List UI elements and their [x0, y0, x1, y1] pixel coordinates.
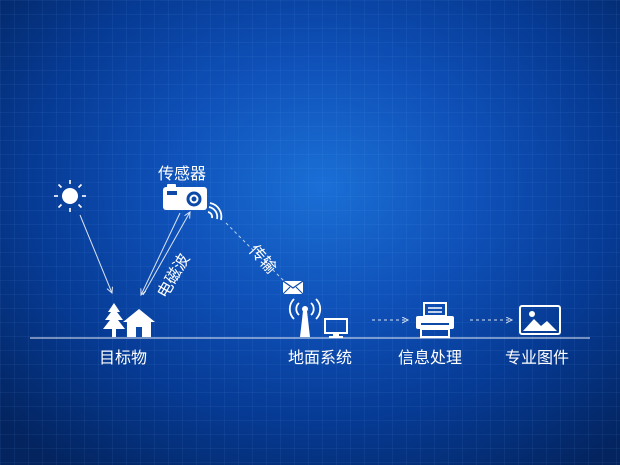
target-label: 目标物	[99, 348, 148, 367]
sensor-label: 传感器	[158, 164, 207, 183]
sensor-to-target-arrow	[141, 212, 181, 295]
camera-icon	[163, 184, 207, 210]
sun-to-target-arrow	[79, 214, 112, 293]
product-map-label: 专业图件	[505, 348, 570, 367]
transmission-line	[225, 222, 287, 284]
sun-icon	[54, 180, 86, 212]
envelope-icon	[282, 280, 304, 295]
target-to-sensor-arrow	[142, 212, 190, 296]
monitor-icon	[324, 318, 348, 338]
tree-icon	[103, 303, 125, 337]
info-processing-label: 信息处理	[398, 348, 463, 367]
house-icon	[123, 309, 155, 337]
signal-waves-icon	[207, 202, 223, 221]
antenna-icon	[288, 298, 322, 337]
picture-icon	[519, 305, 561, 335]
printer-icon	[416, 302, 454, 338]
ground-system-label: 地面系统	[288, 348, 353, 367]
